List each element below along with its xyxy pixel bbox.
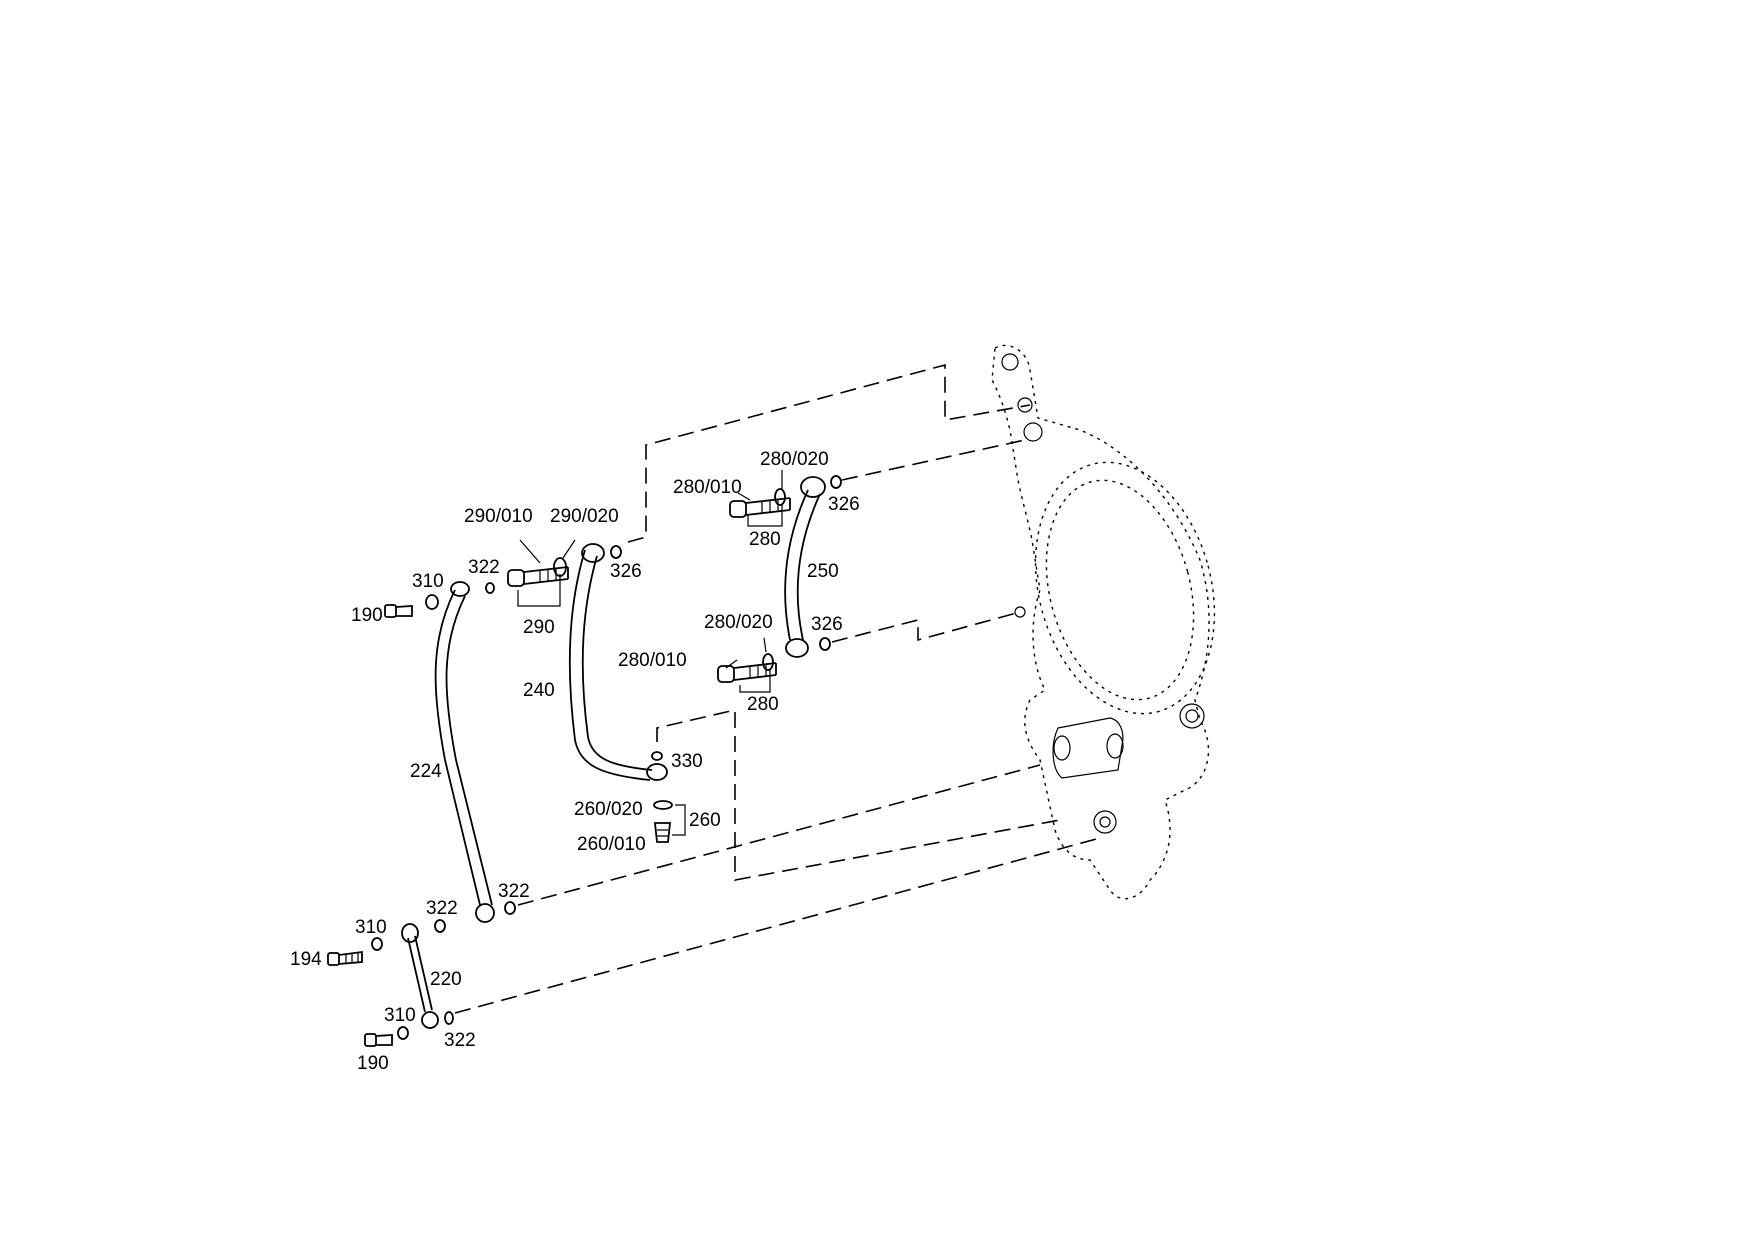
label-240: 240 (523, 680, 555, 701)
label-310-a: 310 (412, 571, 444, 592)
label-310-b: 310 (355, 917, 387, 938)
transmission-housing (991, 344, 1216, 900)
label-250: 250 (807, 561, 839, 582)
tube-240 (568, 543, 668, 781)
label-280-010-b: 280/010 (618, 650, 687, 671)
label-326-b: 326 (828, 494, 860, 515)
banjo-bolt-290-010 (507, 566, 569, 587)
label-322-d: 322 (444, 1030, 476, 1051)
screw-190-b (364, 1033, 393, 1047)
label-322-c: 322 (426, 898, 458, 919)
label-290: 290 (523, 617, 555, 638)
screw-194 (327, 950, 363, 966)
label-194: 194 (290, 949, 322, 970)
label-260: 260 (689, 810, 721, 831)
tube-224 (434, 581, 495, 923)
label-326-c: 326 (811, 614, 843, 635)
banjo-bolt-280-010-b (717, 662, 777, 683)
label-322-b: 322 (498, 881, 530, 902)
label-190-b: 190 (357, 1053, 389, 1074)
label-280-020-a: 280/020 (760, 449, 829, 470)
label-220: 220 (430, 969, 462, 990)
label-310-c: 310 (384, 1005, 416, 1026)
label-280-020-b: 280/020 (704, 612, 773, 633)
label-280-b: 280 (747, 694, 779, 715)
label-224: 224 (410, 761, 442, 782)
label-280-010-a: 280/010 (673, 477, 742, 498)
tube-220 (401, 923, 439, 1029)
label-280-a: 280 (749, 529, 781, 550)
screw-190-a (384, 604, 413, 618)
assembly-dashed-lines (454, 363, 1101, 1014)
plug-260-010 (654, 822, 671, 843)
part-labels: 190 310 322 290/010 290/020 290 326 240 … (290, 449, 860, 1074)
label-190-a: 190 (351, 605, 383, 626)
tube-250 (784, 476, 826, 658)
label-322-a: 322 (468, 557, 500, 578)
label-326-a: 326 (610, 561, 642, 582)
label-330: 330 (671, 751, 703, 772)
banjo-bolt-280-010-a (729, 497, 791, 518)
label-290-020: 290/020 (550, 506, 619, 527)
leader-lines (517, 470, 783, 836)
label-260-010: 260/010 (577, 834, 646, 855)
seal-rings (371, 475, 842, 1040)
label-290-010: 290/010 (464, 506, 533, 527)
label-260-020: 260/020 (574, 799, 643, 820)
